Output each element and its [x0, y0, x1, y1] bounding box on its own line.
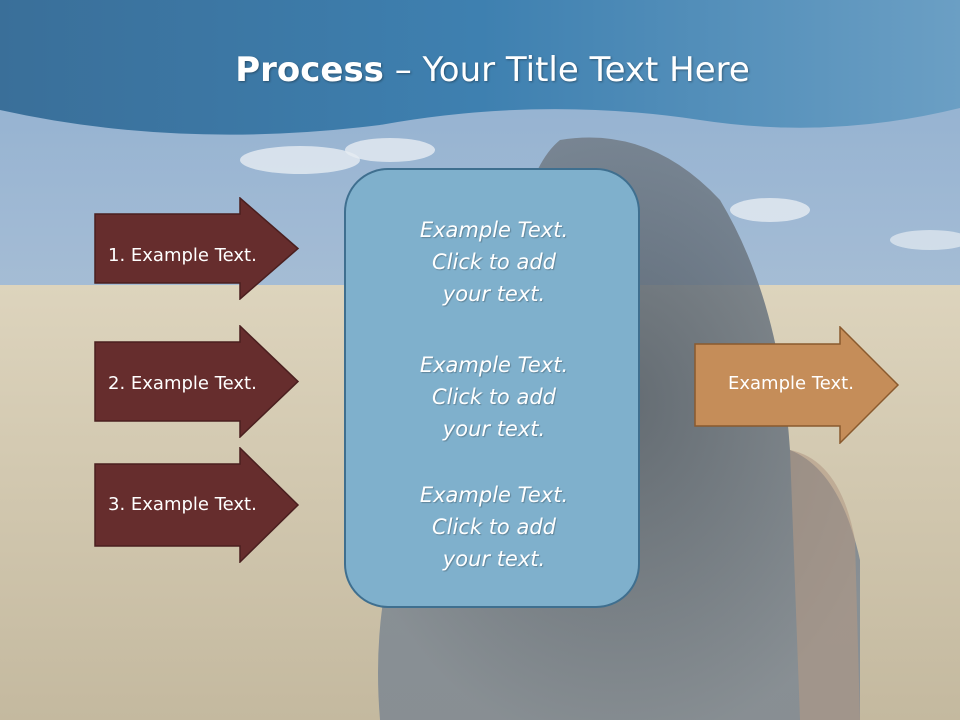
- result-label: Example Text.: [728, 373, 854, 394]
- step-arrow-3[interactable]: [94, 447, 300, 563]
- content-panel[interactable]: Example Text. Click to add your text. Ex…: [344, 168, 640, 608]
- step-label-2: 2. Example Text.: [108, 373, 257, 394]
- step-label-1: 1. Example Text.: [108, 245, 257, 266]
- panel-text-line: your text.: [442, 547, 546, 571]
- panel-text-line: Example Text.: [419, 218, 569, 242]
- panel-text-line: Click to add: [431, 250, 556, 274]
- panel-text-block-3: Example Text. Click to add your text.: [346, 479, 642, 575]
- panel-text-line: Click to add: [431, 385, 556, 409]
- panel-text-line: Example Text.: [419, 483, 569, 507]
- panel-text-line: your text.: [442, 282, 546, 306]
- step-arrow-1[interactable]: [94, 197, 300, 300]
- panel-text-line: Click to add: [431, 515, 556, 539]
- step-arrow-2[interactable]: [94, 325, 300, 438]
- panel-text-block-1: Example Text. Click to add your text.: [346, 214, 642, 310]
- panel-text-block-2: Example Text. Click to add your text.: [346, 349, 642, 445]
- title-bold: Process: [235, 50, 384, 90]
- panel-text-line: your text.: [442, 417, 546, 441]
- slide-title: Process – Your Title Text Here: [0, 50, 960, 90]
- title-rest: – Your Title Text Here: [383, 50, 750, 90]
- panel-text-line: Example Text.: [419, 353, 569, 377]
- step-label-3: 3. Example Text.: [108, 494, 257, 515]
- result-arrow[interactable]: [694, 326, 900, 444]
